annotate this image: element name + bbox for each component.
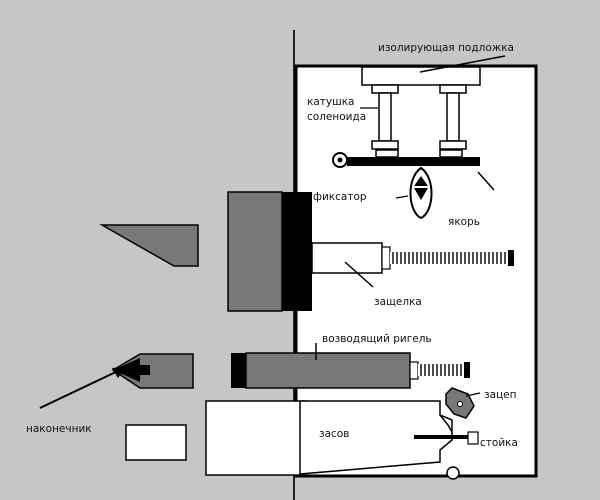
fixer-leader <box>395 195 409 199</box>
label-armature: якорь <box>448 216 480 228</box>
label-cocking-bolt: возводящий ригель <box>322 333 432 345</box>
label-latch: защелка <box>374 296 422 308</box>
solenoid-coil-left <box>371 84 399 150</box>
label-substrate: изолирующая подложка <box>378 42 514 54</box>
latch-body <box>311 242 383 274</box>
cocking-bolt-cap <box>231 353 246 388</box>
label-hook: зацеп <box>484 389 517 401</box>
label-tip: наконечник <box>26 423 92 435</box>
stand-pin <box>446 466 460 480</box>
label-deadbolt: засов <box>319 428 349 440</box>
insulating-substrate <box>361 66 481 86</box>
latch-striker-block <box>227 191 283 312</box>
label-coil-line1: катушка <box>307 96 355 108</box>
cocking-bolt-body <box>245 352 411 389</box>
latch-spring <box>390 250 514 266</box>
latch-leader <box>344 261 374 288</box>
tip-leader <box>39 369 121 409</box>
label-coil-line2: соленоида <box>307 111 366 123</box>
deadbolt-strike-block <box>125 424 187 461</box>
strike-wedge <box>99 224 199 267</box>
deadbolt-outer-block <box>205 400 307 476</box>
latch-faceplate <box>282 192 312 311</box>
stand <box>467 431 479 445</box>
label-stand: стойка <box>480 437 518 449</box>
armature-bar <box>347 157 480 166</box>
label-latch-fixer: фиксатор <box>313 191 367 203</box>
solenoid-coil-right <box>439 84 467 150</box>
substrate-leader <box>419 55 506 73</box>
cocking-bolt-spring <box>418 362 470 378</box>
hook-leader <box>465 392 481 397</box>
armature-leader <box>477 171 495 191</box>
deadbolt-body <box>299 400 453 475</box>
